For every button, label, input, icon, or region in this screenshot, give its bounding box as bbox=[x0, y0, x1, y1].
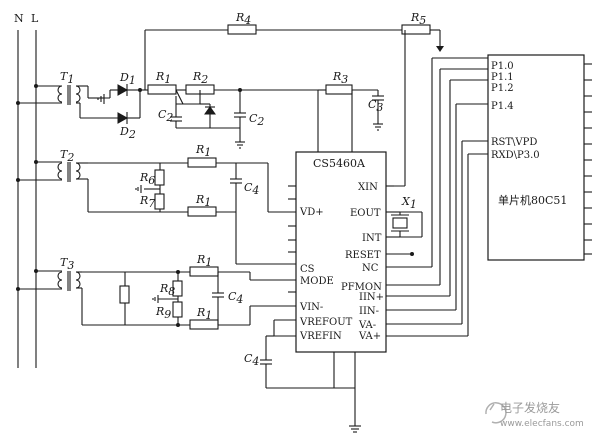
transformer-t1: T1 bbox=[18, 70, 118, 119]
pin-vd-plus: VD+ bbox=[299, 207, 324, 218]
watermark: 电子发烧友 www.elecfans.com bbox=[485, 400, 584, 429]
c3-label: C3 bbox=[368, 98, 383, 114]
r3-c3-network: R3 C3 bbox=[317, 70, 384, 152]
pin-va-plus: VA+ bbox=[358, 331, 381, 342]
t1-secondary-coil bbox=[75, 85, 81, 103]
diode-d2-icon bbox=[117, 112, 129, 124]
pin-iin-plus: IIN+ bbox=[359, 292, 384, 303]
pin-mode: MODE bbox=[300, 276, 334, 287]
mains-lines: N L bbox=[14, 12, 39, 368]
pin-int: INT bbox=[362, 233, 382, 244]
resistor-r6 bbox=[154, 169, 165, 186]
r6-label: R6 bbox=[139, 171, 155, 187]
mcu-pin-p1-2: P1.2 bbox=[491, 83, 514, 94]
resistor-r9 bbox=[172, 301, 183, 318]
r1-top-label: R1 bbox=[155, 70, 171, 86]
r8-label: R8 bbox=[159, 282, 175, 298]
r2-label: R2 bbox=[192, 70, 208, 86]
arrow-icon bbox=[436, 46, 444, 52]
mcu-pin-p1-4: P1.4 bbox=[491, 101, 514, 112]
pin-cs: CS bbox=[300, 264, 315, 275]
diode-d1-icon bbox=[117, 84, 129, 96]
pin-iin-minus: IIN- bbox=[359, 306, 379, 317]
pin-vin-minus: VIN- bbox=[299, 302, 323, 313]
pin-nc: NC bbox=[362, 263, 379, 274]
d1-label: D1 bbox=[119, 71, 136, 87]
mcu-80c51: P1.0 P1.1 P1.2 P1.4 RST\VPD RXD\P3.0 单片机… bbox=[431, 54, 592, 336]
resistor-r3 bbox=[325, 84, 353, 95]
mcu-pin-p1-0: P1.0 bbox=[491, 61, 514, 72]
pin-eout: EOUT bbox=[350, 208, 381, 219]
resistor-r1-t3a bbox=[189, 266, 219, 277]
mcu-pin-p1-1: P1.1 bbox=[491, 72, 514, 83]
pin-vrefout: VREFOUT bbox=[299, 317, 353, 328]
r1-t3a-label: R1 bbox=[196, 253, 212, 269]
resistor-r1-top bbox=[147, 84, 177, 95]
pin-xin: XIN bbox=[358, 182, 378, 193]
transformer-t3: T3 R8 R9 R1 R1 bbox=[18, 253, 296, 330]
r1-t3b-label: R1 bbox=[196, 306, 212, 322]
t2-label: T2 bbox=[60, 148, 74, 164]
resistor-r1-t2a bbox=[187, 157, 217, 168]
mcu-body bbox=[487, 54, 585, 261]
r1-t2b-label: R1 bbox=[195, 193, 211, 209]
x1-label: X1 bbox=[401, 195, 417, 211]
c4-ref-label: C4 bbox=[244, 352, 259, 368]
resistor-r1-t2b bbox=[187, 206, 217, 217]
t3-label: T3 bbox=[60, 256, 74, 272]
diodes-d1-d2: D1 D2 bbox=[109, 30, 148, 141]
mcu-pin-rxd: RXD\P3.0 bbox=[491, 150, 540, 161]
crystal-x1: X1 bbox=[391, 195, 423, 238]
pin-pfmon: PFMON bbox=[341, 282, 382, 293]
mcu-title: 单片机80C51 bbox=[498, 193, 567, 207]
mcu-pin-rst: RST\VPD bbox=[491, 137, 537, 148]
pin-va-minus: VA- bbox=[358, 320, 376, 331]
d2-label: D2 bbox=[119, 125, 136, 141]
t1-label: T1 bbox=[60, 70, 74, 86]
resistor-r7 bbox=[154, 193, 165, 210]
r5-label: R5 bbox=[410, 11, 426, 27]
line-n-label: N bbox=[14, 12, 24, 25]
pin-reset: RESET bbox=[345, 250, 381, 261]
watermark-url: www.elecfans.com bbox=[500, 419, 584, 429]
resistor-r1-t3b bbox=[189, 319, 219, 330]
c2b-label: C2 bbox=[249, 112, 264, 128]
cs5460a-chip: CS5460A XIN EOUT INT RESET NC PFMON IIN+… bbox=[244, 151, 468, 433]
line-l-label: L bbox=[31, 12, 39, 25]
transformer-t2: T2 R6 R7 R1 R1 C4 bbox=[18, 143, 296, 265]
r9-label: R9 bbox=[155, 305, 171, 321]
c4-t3-label: C4 bbox=[228, 290, 243, 306]
r4-label: R4 bbox=[235, 11, 251, 27]
resistor-t3-shunt bbox=[119, 285, 130, 304]
pin-vrefin: VREFIN bbox=[299, 331, 342, 342]
power-regulator: R1 R2 C2 C2 bbox=[147, 70, 318, 149]
cs5460a-title: CS5460A bbox=[313, 157, 366, 170]
watermark-text: 电子发烧友 bbox=[500, 400, 560, 415]
c4-t2-label: C4 bbox=[244, 181, 259, 197]
t1-primary-coil bbox=[57, 85, 63, 103]
r3-label: R3 bbox=[332, 70, 348, 86]
zener-diode-icon bbox=[204, 106, 216, 115]
c2a-label: C2 bbox=[158, 108, 173, 124]
r7-label: R7 bbox=[139, 194, 155, 210]
cs5460a-body bbox=[295, 151, 387, 353]
resistor-r4 bbox=[227, 24, 257, 35]
r1-t2a-label: R1 bbox=[195, 143, 211, 159]
elecfans-logo-icon bbox=[485, 402, 507, 424]
